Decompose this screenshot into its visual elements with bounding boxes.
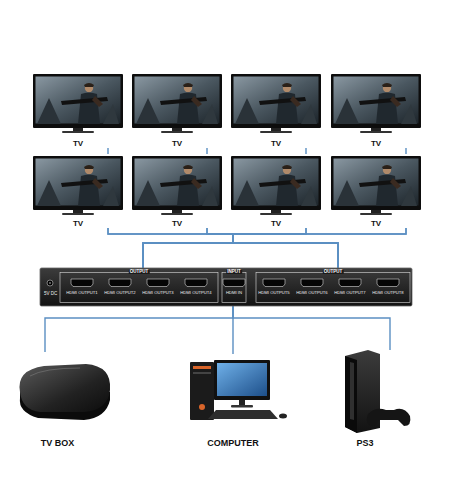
tv-label: TV (131, 220, 223, 228)
group-header: INPUT (226, 270, 242, 275)
source-device: COMPUTER (183, 354, 283, 448)
tv-label: TV (230, 220, 322, 228)
group-header: OUTPUT (129, 270, 150, 275)
hdmi-port (185, 279, 207, 287)
port-label: HDMI IN (226, 291, 242, 295)
hdmi-port (301, 279, 323, 287)
ps3-drawing (345, 350, 410, 433)
hdmi-cable (108, 148, 233, 268)
tv-backdrop (230, 154, 322, 228)
splitter-body (40, 268, 412, 306)
port-label: HDMI OUTPUT7 (334, 291, 365, 295)
tv-label: TV (131, 140, 223, 148)
tv-label: TV (330, 140, 422, 148)
keyboard (208, 410, 278, 419)
hdmi-cable (233, 228, 406, 268)
tv-backdrop (131, 154, 223, 228)
tv-backdrop (32, 154, 124, 228)
tv-box-top (20, 364, 111, 412)
hdmi-port (147, 279, 169, 287)
tv-box-drawing (20, 364, 111, 420)
computer-drawing (190, 360, 287, 420)
controller (367, 409, 411, 426)
tv-row-bottom (32, 154, 422, 228)
tv-label: TV (230, 140, 322, 148)
hdmi-cable (45, 306, 233, 352)
tv-display: TV (230, 154, 322, 228)
port-label: HDMI OUTPUT4 (180, 291, 211, 295)
console-side (345, 356, 357, 433)
console-highlight (350, 362, 354, 420)
hdmi-port (339, 279, 361, 287)
tv-drawing (33, 74, 123, 133)
tv-label: TV (330, 220, 422, 228)
tv-drawing (331, 74, 421, 133)
group-outline (256, 273, 410, 303)
group-outline (60, 273, 218, 303)
tv-backdrop (330, 154, 422, 228)
tv-box-highlight (30, 368, 80, 376)
source-device: TV BOX (10, 352, 105, 448)
port-label: HDMI OUTPUT3 (142, 291, 173, 295)
hdmi-port (263, 279, 285, 287)
monitor-frame (214, 360, 270, 400)
hdmi-port (109, 279, 131, 287)
hdmi-port (223, 279, 245, 287)
tv-drawing (231, 74, 321, 133)
tv-label: TV (32, 220, 124, 228)
splitter-case (40, 268, 412, 306)
tv-drawing (132, 156, 222, 215)
tv-label: TV (32, 140, 124, 148)
tv-drawing (331, 156, 421, 215)
device-label: PS3 (325, 439, 405, 448)
power-pin (49, 282, 51, 284)
pc-tower-light (199, 404, 205, 410)
tv-display: TV (32, 154, 124, 228)
tv-drawing (33, 156, 123, 215)
tv-display: TV (330, 154, 422, 228)
hdmi-cable (108, 228, 233, 268)
monitor-base (231, 405, 253, 408)
tv-display: TV (330, 72, 422, 148)
hdmi-ports (71, 279, 399, 287)
hdmi-cable (143, 228, 233, 268)
tv-display: TV (32, 72, 124, 148)
power-label: 5V DC (44, 292, 57, 297)
mouse (279, 414, 287, 419)
source-device: PS3 (325, 350, 405, 448)
device-label: COMPUTER (183, 439, 283, 448)
power-jack (47, 280, 53, 286)
port-label: HDMI OUTPUT8 (372, 291, 403, 295)
hdmi-splitter: 5V DC OUTPUT INPUT OUTPUT HDMI OUTPUT1 HDMI O… (40, 268, 412, 306)
port-label: HDMI OUTPUT6 (296, 291, 327, 295)
hdmi-port (377, 279, 399, 287)
hdmi-port (71, 279, 93, 287)
tv-display: TV (131, 72, 223, 148)
tv-drawing (132, 74, 222, 133)
port-label: HDMI OUTPUT1 (66, 291, 97, 295)
port-label: HDMI OUTPUT5 (258, 291, 289, 295)
monitor-screen (217, 363, 267, 396)
pc-tower-bay (193, 372, 211, 374)
pc-tower (190, 362, 214, 420)
tv-display: TV (230, 72, 322, 148)
device-label: TV BOX (10, 439, 105, 448)
tv-drawing (231, 156, 321, 215)
port-label: HDMI OUTPUT2 (104, 291, 135, 295)
tv-row-top (33, 74, 421, 133)
pc-tower-accent (193, 366, 211, 369)
group-outline (222, 273, 246, 303)
hdmi-cable (233, 306, 390, 350)
tv-display: TV (131, 154, 223, 228)
group-header: OUTPUT (323, 270, 344, 275)
